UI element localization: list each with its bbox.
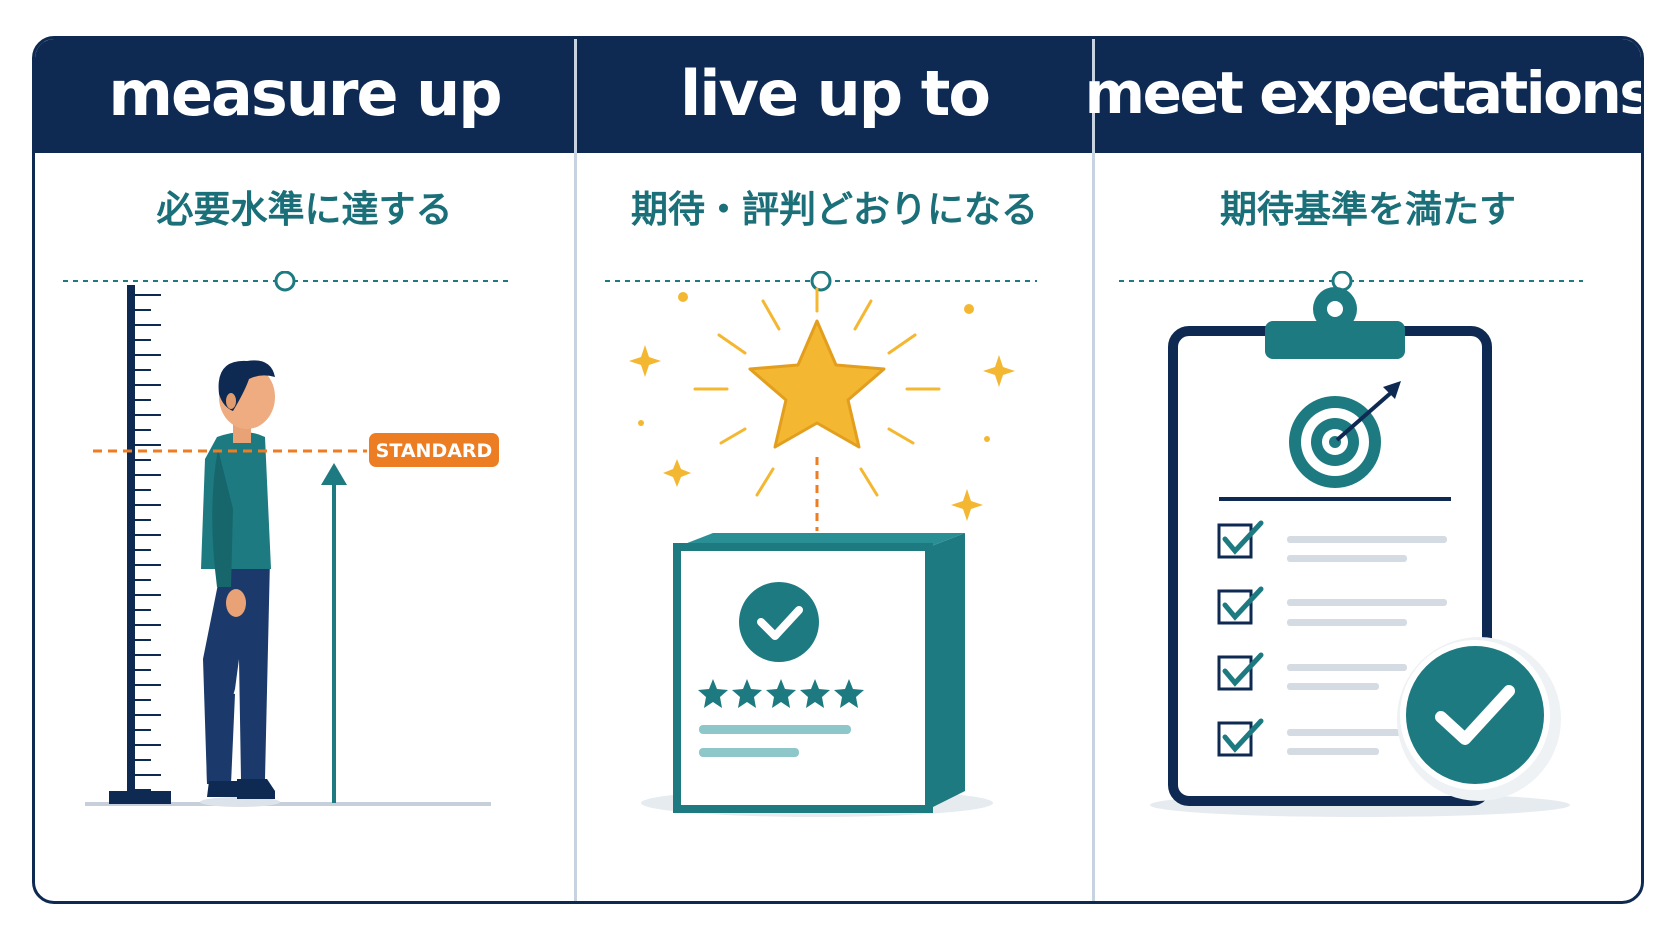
panel-meet-expectations: meet expectations 期待基準を満たす — [1085, 39, 1641, 901]
panel-subtitle: 期待基準を満たす — [1220, 188, 1516, 231]
star-rays — [693, 287, 941, 497]
star-above-review-box-icon — [629, 287, 1015, 817]
infographic-frame: measure up 必要水準に達する — [32, 36, 1644, 904]
review-box — [673, 543, 933, 813]
dotted-divider — [605, 271, 1037, 292]
panel-measure-up: measure up 必要水準に達する — [35, 39, 577, 901]
big-check-badge-icon — [1400, 640, 1550, 790]
dotted-divider — [63, 271, 513, 292]
person-measuring-height-icon: STANDARD — [85, 285, 499, 807]
panel-header: meet expectations — [1085, 39, 1641, 153]
rating-stars — [698, 679, 864, 708]
person-figure — [200, 360, 280, 807]
standard-badge — [369, 433, 499, 467]
panel-subtitle: 必要水準に達する — [156, 188, 453, 231]
panel-header: live up to — [577, 39, 1092, 153]
target-icon — [1289, 381, 1401, 488]
clipboard-checklist-target-icon — [1150, 287, 1570, 817]
check-circle-icon — [739, 582, 819, 662]
panel-header: measure up — [35, 39, 574, 153]
panel-title: meet expectations — [1084, 59, 1644, 127]
panel-live-up-to: live up to 期待・評判どおりになる — [577, 39, 1095, 901]
panel-subtitle: 期待・評判どおりになる — [631, 188, 1038, 231]
dotted-divider — [1119, 271, 1583, 292]
panel-title: measure up — [108, 56, 502, 130]
checklist — [1217, 520, 1447, 757]
panel-title: live up to — [680, 56, 991, 130]
gold-star — [748, 319, 886, 449]
standard-label: STANDARD — [376, 440, 493, 462]
